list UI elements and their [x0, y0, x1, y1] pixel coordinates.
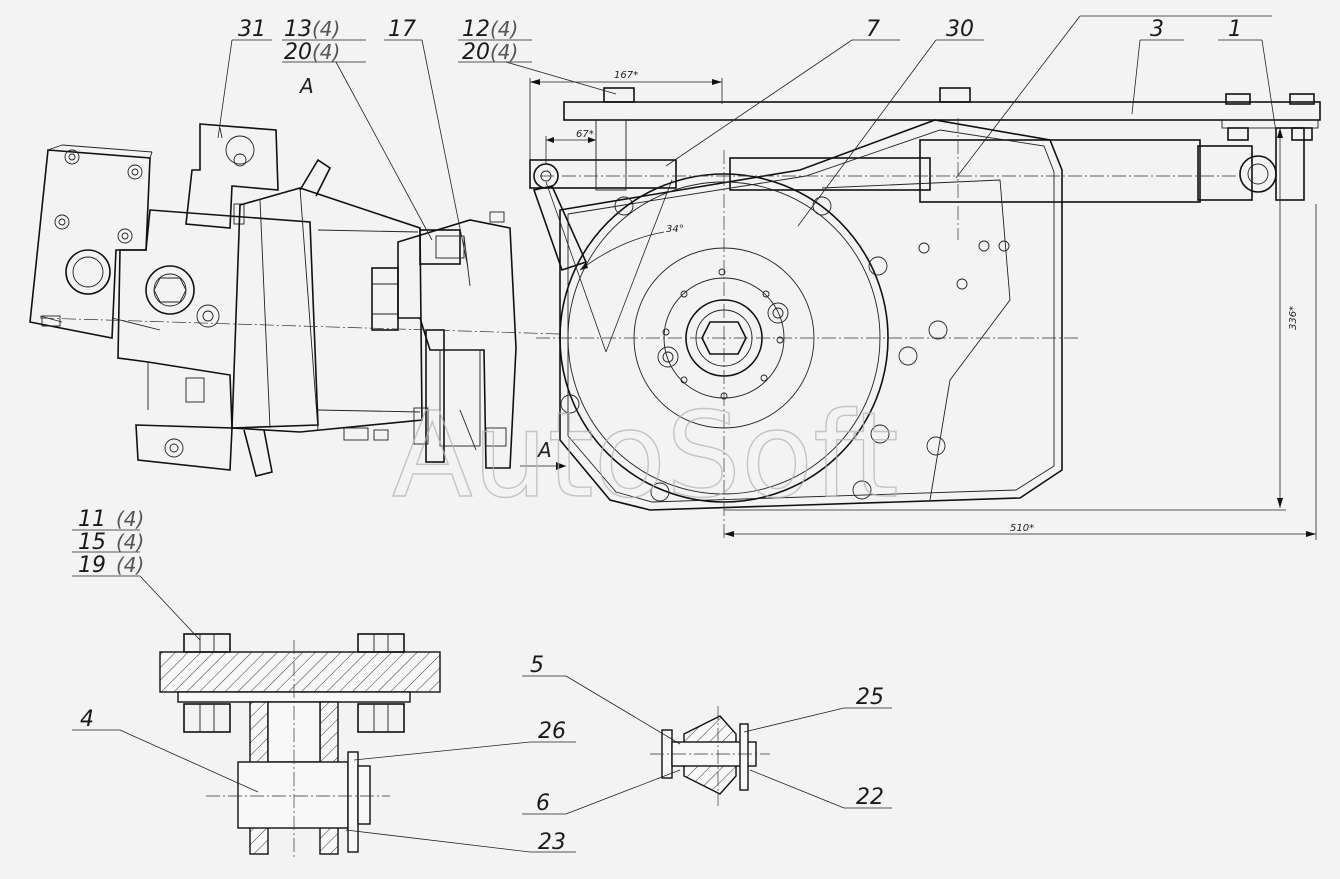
gearbox-housing: [559, 119, 1063, 511]
bar-bolt-2: [939, 87, 971, 103]
bar-bolt-1: [603, 87, 635, 103]
housing-bolts: [560, 196, 1010, 502]
callout-1: 1: [1228, 17, 1242, 42]
callout-31: 31: [238, 17, 266, 42]
callout-23: 23: [538, 830, 566, 855]
callout-11-qty: (4): [116, 507, 144, 531]
callout-15-qty: (4): [116, 530, 144, 554]
callout-12: 12: [462, 17, 490, 42]
pipe-top: [299, 158, 332, 197]
callout-7: 7: [866, 17, 880, 42]
callout-20b: 20: [462, 40, 490, 65]
view-label-a-top: A: [298, 74, 314, 98]
callout-26: 26: [538, 719, 566, 744]
callout-13-qty: (4): [312, 17, 340, 41]
callout-11: 11: [78, 507, 106, 532]
callout-4: 4: [80, 707, 94, 732]
top-bracket: [185, 123, 279, 229]
callout-25: 25: [856, 685, 884, 710]
cylinder-body: [919, 139, 1201, 203]
callout-15: 15: [78, 530, 106, 555]
callout-5: 5: [530, 653, 544, 678]
callout-19-qty: (4): [116, 553, 144, 577]
dim-336: 336*: [1288, 306, 1299, 330]
bottom-bracket: [135, 424, 233, 471]
callout-6: 6: [536, 791, 550, 816]
callout-17: 17: [388, 17, 416, 42]
watermark: AutoSoft: [392, 386, 899, 524]
dimension-lines: 167* 67* 34° 336* 510*: [529, 70, 1317, 540]
callout-20a: 20: [284, 40, 312, 65]
view-label-a-arrow: A: [536, 438, 552, 462]
top-bar: [563, 101, 1321, 121]
dim-510: 510*: [1010, 523, 1034, 534]
dim-67: 67*: [576, 129, 594, 140]
flange-bolt-head: [419, 229, 461, 265]
cylinder-eye: [1239, 155, 1277, 193]
section-view-pivot: [650, 706, 770, 806]
dim-34-deg: 34°: [666, 224, 684, 235]
coupling-flange: [397, 219, 517, 469]
callout-19: 19: [78, 553, 106, 578]
leader-lines: [72, 15, 1277, 853]
plate-section: [159, 651, 441, 693]
left-arm: [529, 159, 677, 189]
callout-13: 13: [284, 17, 312, 42]
callout-3: 3: [1150, 17, 1164, 42]
callout-labels: 31 13 (4) 20 (4) 17 12 (4) 20 (4) 7 30 3…: [78, 17, 1242, 855]
section-view-hinge: [159, 633, 441, 860]
shaft-nut: [371, 267, 399, 331]
callout-22: 22: [856, 785, 884, 810]
valve-block: [117, 209, 319, 429]
callout-20a-qty: (4): [312, 40, 340, 64]
dim-167: 167*: [614, 70, 638, 81]
view-a-assembly: A A: [29, 74, 566, 477]
callout-30: 30: [946, 17, 974, 42]
pipe-bottom: [243, 429, 273, 477]
callout-20b-qty: (4): [490, 40, 518, 64]
callout-12-qty: (4): [490, 17, 518, 41]
cylinder-rod: [729, 157, 931, 191]
pin: [237, 761, 349, 829]
